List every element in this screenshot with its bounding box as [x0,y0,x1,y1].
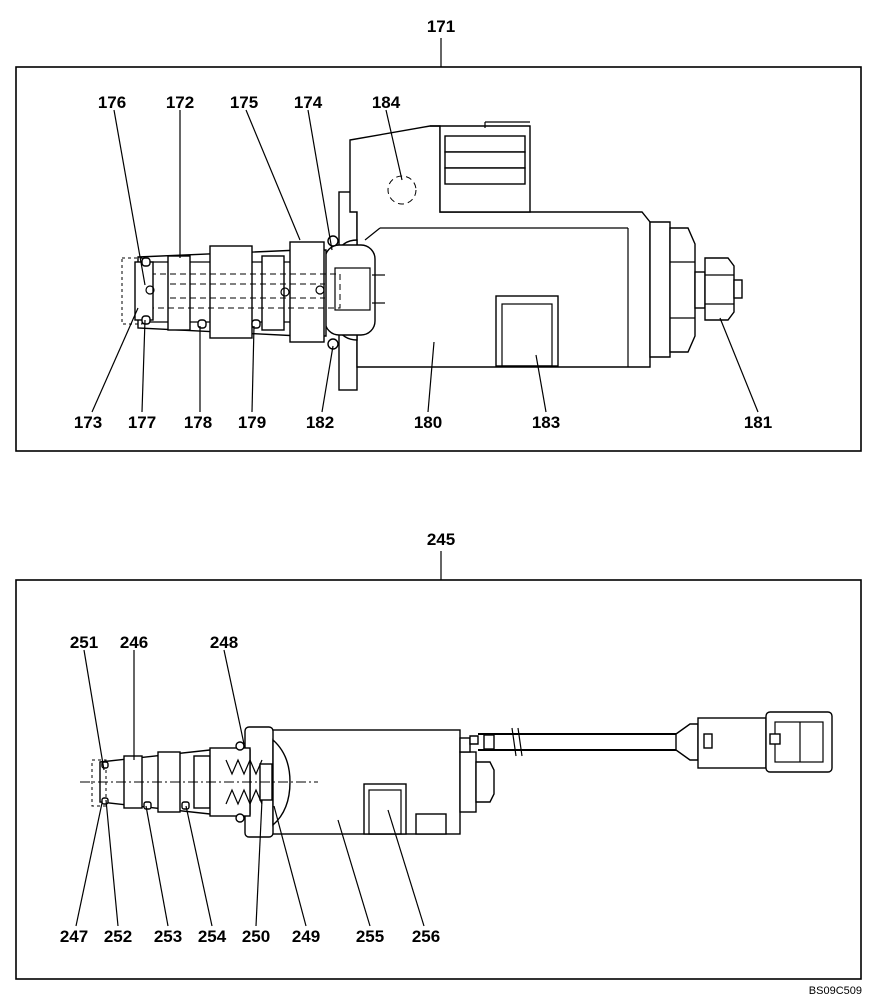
callout-173: 173 [74,413,102,432]
callout-250: 250 [242,927,270,946]
callout-172: 172 [166,93,194,112]
assembly-245-frame [15,579,862,980]
assembly-245-leaders [75,649,425,927]
callout-174: 174 [294,93,323,112]
callout-178: 178 [184,413,212,432]
callout-175: 175 [230,93,258,112]
callout-177: 177 [128,413,156,432]
callout-255: 255 [356,927,384,946]
callout-179: 179 [238,413,266,432]
solenoid-valve-245-drawing [80,711,833,838]
callout-248: 248 [210,633,238,652]
callout-254: 254 [198,927,227,946]
callout-176: 176 [98,93,126,112]
callout-181: 181 [744,413,772,432]
assembly-171: 171 [15,17,862,452]
callout-247: 247 [60,927,88,946]
figure-code: BS09C509 [809,985,862,997]
callout-256: 256 [412,927,440,946]
assembly-171-leaders [91,109,759,413]
callout-180: 180 [414,413,442,432]
callout-182: 182 [306,413,334,432]
callout-251: 251 [70,633,98,652]
assembly-171-label: 171 [427,17,455,36]
callout-246: 246 [120,633,148,652]
assembly-245-callouts: 251 246 248 247 252 253 254 250 249 255 … [60,633,440,946]
solenoid-valve-171-drawing [121,121,743,391]
assembly-245-label: 245 [427,530,455,549]
assembly-245: 245 [15,530,862,980]
assembly-171-callouts: 176 172 175 174 184 173 177 178 179 182 … [74,93,772,432]
callout-184: 184 [372,93,401,112]
callout-253: 253 [154,927,182,946]
callout-249: 249 [292,927,320,946]
callout-183: 183 [532,413,560,432]
callout-252: 252 [104,927,132,946]
assembly-171-frame [15,66,862,452]
